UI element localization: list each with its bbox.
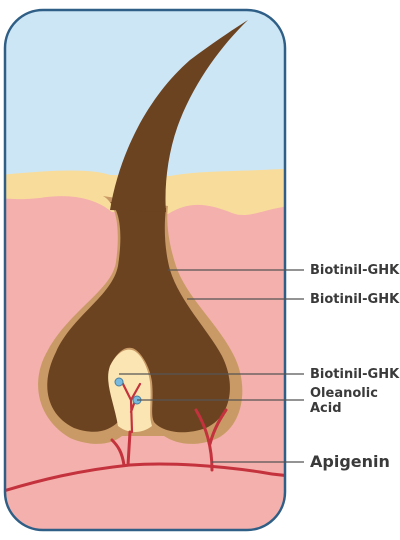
label-biotinil-ghk-1: Biotinil-GHK — [310, 263, 400, 278]
dermal-papilla — [108, 349, 152, 432]
molecule-dot-1 — [114, 377, 124, 387]
label-biotinil-ghk-3: Biotinil-GHK — [310, 367, 400, 382]
blood-vessel-branch-left — [110, 430, 132, 467]
blood-vessel-base — [5, 462, 285, 494]
hair-bulb — [47, 202, 230, 433]
label-oleanolic-acid-line1: Oleanolic — [310, 386, 378, 401]
label-oleanolic-acid-line2: Acid — [310, 401, 342, 416]
label-biotinil-ghk-2: Biotinil-GHK — [310, 292, 400, 307]
label-apigenin: Apigenin — [310, 452, 390, 471]
blood-vessel-branch-right — [194, 408, 228, 472]
hair-shaft — [110, 20, 248, 212]
